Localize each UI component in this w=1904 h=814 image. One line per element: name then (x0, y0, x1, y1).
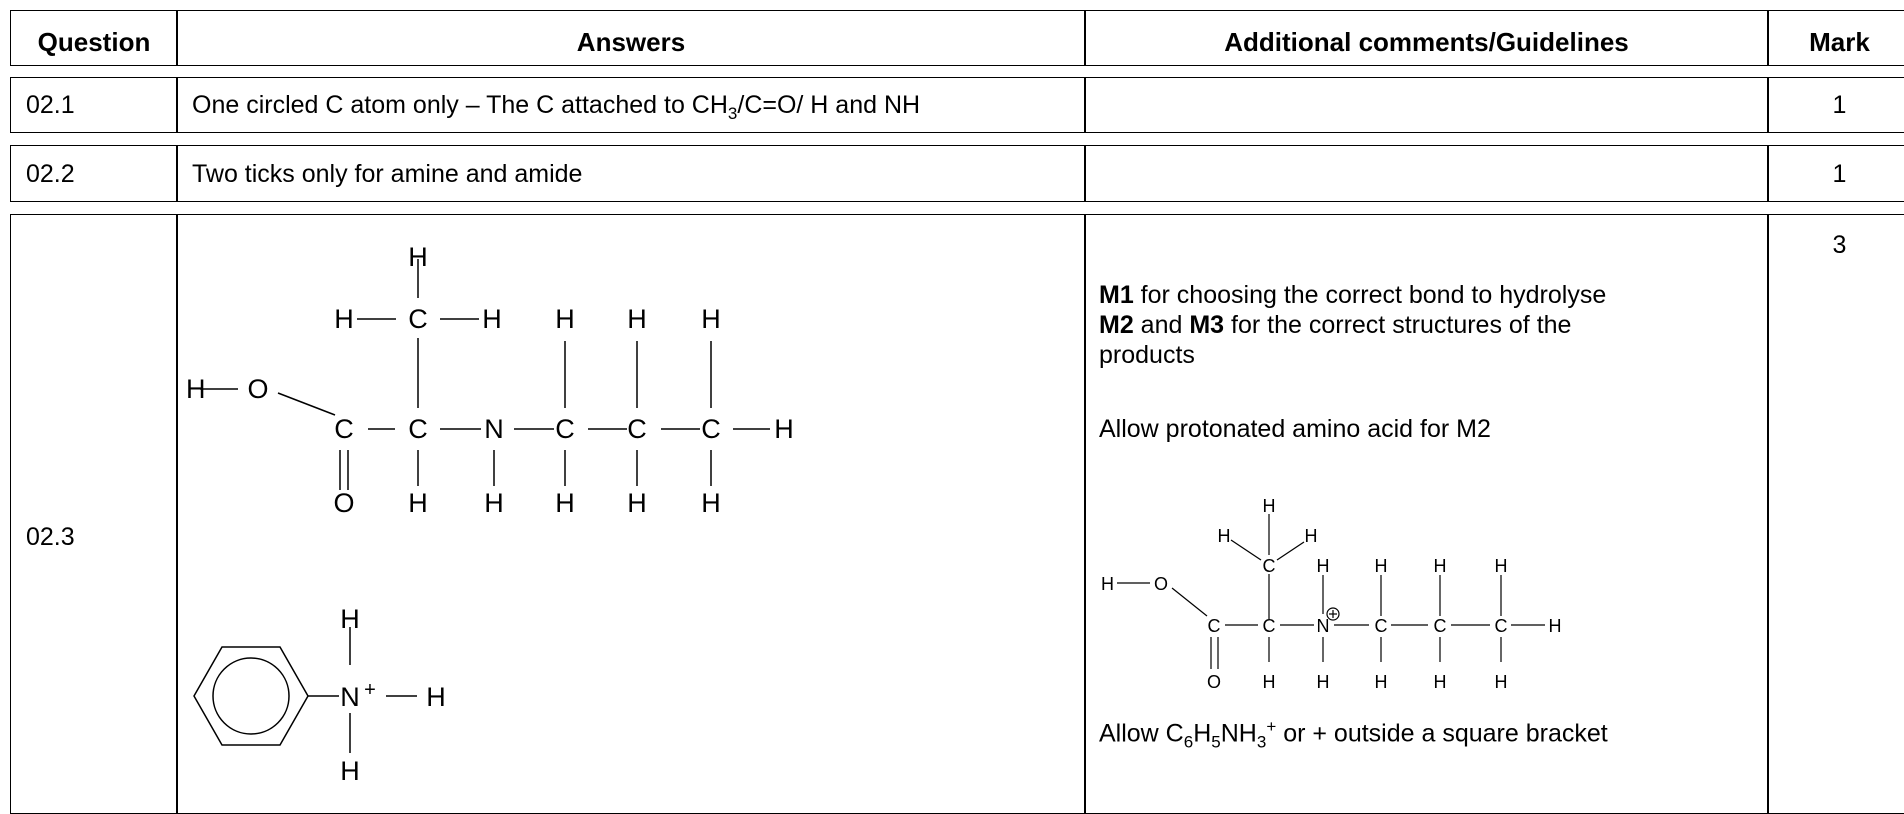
atom-h: H (1305, 526, 1318, 546)
row-02-3-question-cell (10, 214, 178, 814)
row-02-2-question: 02.2 (26, 160, 75, 188)
atom-h: H (408, 242, 428, 272)
atom-h: H (426, 682, 446, 712)
row-02-2-answer-cell (176, 145, 1086, 202)
header-answers: Answers (576, 27, 686, 57)
row-02-1-question-cell (10, 77, 178, 133)
atom-h: H (1317, 556, 1330, 576)
atom-o: O (333, 488, 354, 518)
atom-h: H (1101, 574, 1114, 594)
atom-h: H (1434, 672, 1447, 692)
atom-h: H (1263, 672, 1276, 692)
atom-h: H (1263, 496, 1276, 516)
atom-c: C (1263, 556, 1276, 576)
atom-o: O (1154, 574, 1168, 594)
comment-allow-c6h5nh3: Allow C6H5NH3+ or + outside a square bra… (1099, 717, 1608, 752)
row-02-2-question-cell (10, 145, 178, 202)
atom-h: H (627, 488, 647, 518)
row-02-2-mark-cell (1767, 145, 1904, 202)
row-02-1-mark: 1 (1832, 91, 1847, 119)
atom-h: H (340, 756, 360, 786)
comment-m2-m3: M2 and M3 for the correct structures of … (1099, 311, 1572, 339)
atom-c: C (701, 414, 721, 444)
header-comments-cell (1084, 10, 1769, 66)
atom-h: H (774, 414, 794, 444)
atom-h: H (408, 488, 428, 518)
row-02-1-question: 02.1 (26, 91, 75, 119)
atom-n: N (340, 682, 360, 712)
atom-h: H (482, 304, 502, 334)
atom-h: H (555, 488, 575, 518)
atom-h: H (1375, 672, 1388, 692)
row-02-2-answer: Two ticks only for amine and amide (192, 160, 583, 188)
atom-h: H (1375, 556, 1388, 576)
atom-c: C (627, 414, 647, 444)
atom-c: C (1434, 616, 1447, 636)
row-02-2-mark: 1 (1832, 160, 1847, 188)
atom-c: C (334, 414, 354, 444)
atom-h: H (627, 304, 647, 334)
row-02-3-mark-cell (1767, 214, 1904, 814)
atom-c: C (408, 414, 428, 444)
atom-h: H (555, 304, 575, 334)
row-02-3-question: 02.3 (26, 523, 75, 551)
atom-o: O (1207, 672, 1221, 692)
header-answers-cell (176, 10, 1086, 66)
atom-h: H (1495, 556, 1508, 576)
atom-h: H (484, 488, 504, 518)
atom-c: C (1263, 616, 1276, 636)
row-02-1-answer-cell (176, 77, 1086, 133)
row-02-1-answer: One circled C atom only – The C attached… (192, 91, 921, 123)
comment-allow-protonated: Allow protonated amino acid for M2 (1099, 415, 1491, 443)
header-question-cell (10, 10, 178, 66)
header-question: Question (37, 27, 151, 57)
header-comments: Additional comments/Guidelines (1224, 27, 1629, 57)
atom-c: C (1208, 616, 1221, 636)
atom-h: H (334, 304, 354, 334)
n-plus-charge: + (364, 679, 376, 701)
atom-n: N (484, 414, 504, 444)
atom-h: H (340, 604, 360, 634)
header-mark: Mark (1809, 27, 1870, 57)
row-02-1-mark-cell (1767, 77, 1904, 133)
atom-h: H (1549, 616, 1562, 636)
comment-m1: M1 for choosing the correct bond to hydr… (1099, 281, 1607, 309)
atom-h: H (701, 304, 721, 334)
comment-products: products (1099, 341, 1195, 369)
amide-structure-diagram: H H C H H H H H O C C N C C C H O H H H … (186, 242, 794, 518)
atom-c: C (555, 414, 575, 444)
atom-h: H (1317, 672, 1330, 692)
atom-c: C (1495, 616, 1508, 636)
protonated-amino-acid-diagram: H H H C H H H H H O C C N C C C H O H H … (1101, 496, 1562, 692)
atom-o: O (247, 374, 268, 404)
row-02-2-comments-cell (1084, 145, 1769, 202)
atom-h: H (1495, 672, 1508, 692)
atom-c: C (408, 304, 428, 334)
row-02-3-mark: 3 (1832, 231, 1847, 259)
atom-h: H (186, 374, 206, 404)
atom-n: N (1317, 616, 1330, 636)
atom-h: H (701, 488, 721, 518)
phenylammonium-structure-diagram: H N + H H (193, 604, 446, 786)
header-mark-cell (1767, 10, 1904, 66)
row-02-1-comments-cell (1084, 77, 1769, 133)
atom-c: C (1375, 616, 1388, 636)
atom-h: H (1434, 556, 1447, 576)
atom-h: H (1218, 526, 1231, 546)
